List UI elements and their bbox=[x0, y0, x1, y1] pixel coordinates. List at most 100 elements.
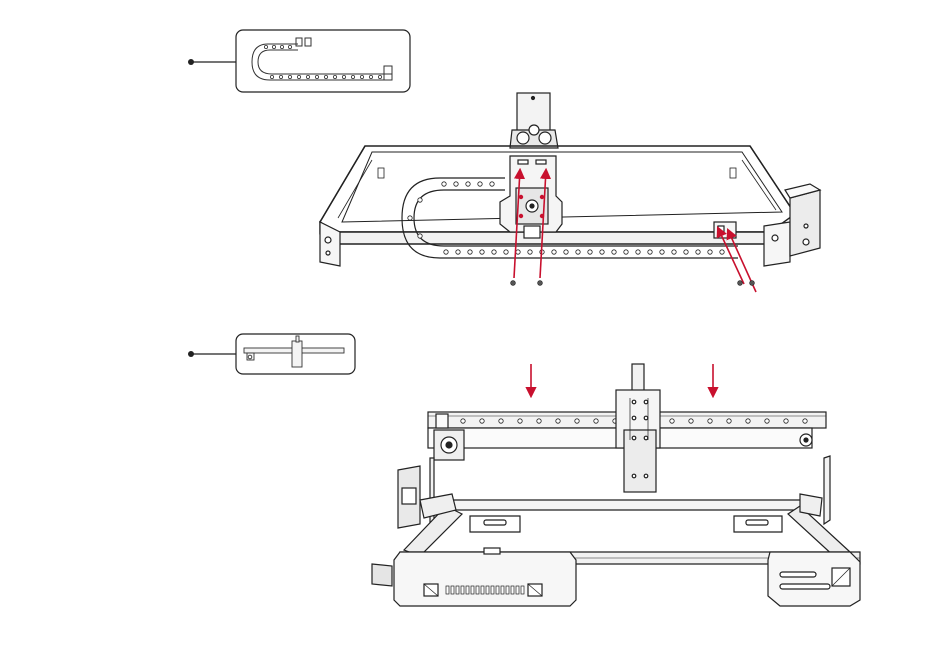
screw-icon bbox=[738, 281, 743, 286]
vent-slot bbox=[506, 586, 509, 594]
chain-link-pin bbox=[480, 419, 484, 423]
chain-link-pin bbox=[490, 182, 494, 186]
chain-link-pin bbox=[272, 45, 275, 48]
chain-link-pin bbox=[672, 250, 676, 254]
chain-link-pin bbox=[518, 419, 522, 423]
vent-slot bbox=[511, 586, 514, 594]
vent-slot bbox=[461, 586, 464, 594]
chain-link-pin bbox=[636, 250, 640, 254]
chain-link-pin bbox=[324, 75, 327, 78]
chain-link-pin bbox=[727, 419, 731, 423]
chain-link-pin bbox=[689, 419, 693, 423]
chain-link-pin bbox=[552, 250, 556, 254]
chain-link-pin bbox=[765, 419, 769, 423]
chain-link-pin bbox=[784, 419, 788, 423]
screw-icon bbox=[538, 281, 543, 286]
chain-link-pin bbox=[280, 45, 283, 48]
chain-link-pin bbox=[378, 75, 381, 78]
chain-link-pin bbox=[556, 419, 560, 423]
chain-link-pin bbox=[576, 250, 580, 254]
chain-link-pin bbox=[360, 75, 363, 78]
chain-link-pin bbox=[306, 75, 309, 78]
chain-link-pin bbox=[492, 250, 496, 254]
step-2 bbox=[188, 334, 860, 606]
chain-link-pin bbox=[454, 182, 458, 186]
chain-link-pin bbox=[279, 75, 282, 78]
chain-end-bracket bbox=[714, 222, 736, 238]
vent-slot bbox=[446, 586, 449, 594]
chain-link-pin bbox=[442, 182, 446, 186]
chain-link-pin bbox=[516, 250, 520, 254]
chain-link-pin bbox=[456, 250, 460, 254]
chain-link-pin bbox=[696, 250, 700, 254]
vent-slot bbox=[481, 586, 484, 594]
chain-link-pin bbox=[499, 419, 503, 423]
right-motor-bracket bbox=[764, 184, 820, 266]
vent-slot bbox=[486, 586, 489, 594]
chain-link-pin bbox=[624, 250, 628, 254]
chain-link-pin bbox=[369, 75, 372, 78]
chain-link-pin bbox=[708, 250, 712, 254]
chain-link-pin bbox=[418, 234, 422, 238]
callout-box-beam bbox=[236, 334, 355, 374]
vent-slot bbox=[501, 586, 504, 594]
callout-box-drag-chain bbox=[236, 30, 410, 92]
chain-link-pin bbox=[612, 250, 616, 254]
chain-link-pin bbox=[564, 250, 568, 254]
chain-link-pin bbox=[466, 182, 470, 186]
vent-slot bbox=[466, 586, 469, 594]
screw-icon bbox=[750, 281, 755, 286]
chain-link-pin bbox=[351, 75, 354, 78]
chain-link-pin bbox=[528, 250, 532, 254]
vent-slot bbox=[516, 586, 519, 594]
chain-link-pin bbox=[575, 419, 579, 423]
chain-link-pin bbox=[478, 182, 482, 186]
vent-slot bbox=[491, 586, 494, 594]
chain-link-pin bbox=[288, 75, 291, 78]
chain-link-pin bbox=[803, 419, 807, 423]
x-carriage-plate bbox=[500, 156, 562, 238]
chain-link-pin bbox=[297, 75, 300, 78]
chain-link-pin bbox=[600, 250, 604, 254]
chain-link-pin bbox=[708, 419, 712, 423]
laser-carriage bbox=[616, 364, 660, 492]
chain-link-pin bbox=[746, 419, 750, 423]
chain-link-pin bbox=[594, 419, 598, 423]
chain-link-pin bbox=[588, 250, 592, 254]
screws-step-1 bbox=[511, 281, 755, 286]
callout-leader-2 bbox=[188, 351, 236, 357]
vent-slot bbox=[456, 586, 459, 594]
vent-slot bbox=[496, 586, 499, 594]
chain-link-pin bbox=[333, 75, 336, 78]
chain-link-pin bbox=[504, 250, 508, 254]
vent-slot bbox=[476, 586, 479, 594]
chain-link-pin bbox=[342, 75, 345, 78]
machine-frame-top bbox=[320, 93, 820, 292]
callout-leader-1 bbox=[188, 59, 236, 65]
chain-link-pin bbox=[670, 419, 674, 423]
chain-link-pin bbox=[444, 250, 448, 254]
chain-link-pin bbox=[684, 250, 688, 254]
chain-link-pin bbox=[720, 250, 724, 254]
chain-link-pin bbox=[468, 250, 472, 254]
step-1 bbox=[188, 30, 820, 292]
chain-link-pin bbox=[461, 419, 465, 423]
gantry-top-bracket bbox=[510, 93, 558, 148]
vent-slot bbox=[471, 586, 474, 594]
drag-chain-installed bbox=[402, 178, 738, 258]
vent-slot bbox=[451, 586, 454, 594]
screw-icon bbox=[511, 281, 516, 286]
chain-link-pin bbox=[408, 216, 412, 220]
chain-link-pin bbox=[264, 45, 267, 48]
machine-frame-front bbox=[372, 456, 860, 606]
chain-link-pin bbox=[288, 45, 291, 48]
left-foot-bracket bbox=[320, 222, 340, 266]
chain-link-pin bbox=[648, 250, 652, 254]
chain-link-pin bbox=[315, 75, 318, 78]
chain-link-pin bbox=[660, 250, 664, 254]
chain-link-pin bbox=[537, 419, 541, 423]
vent-slot bbox=[521, 586, 524, 594]
chain-link-pin bbox=[418, 198, 422, 202]
